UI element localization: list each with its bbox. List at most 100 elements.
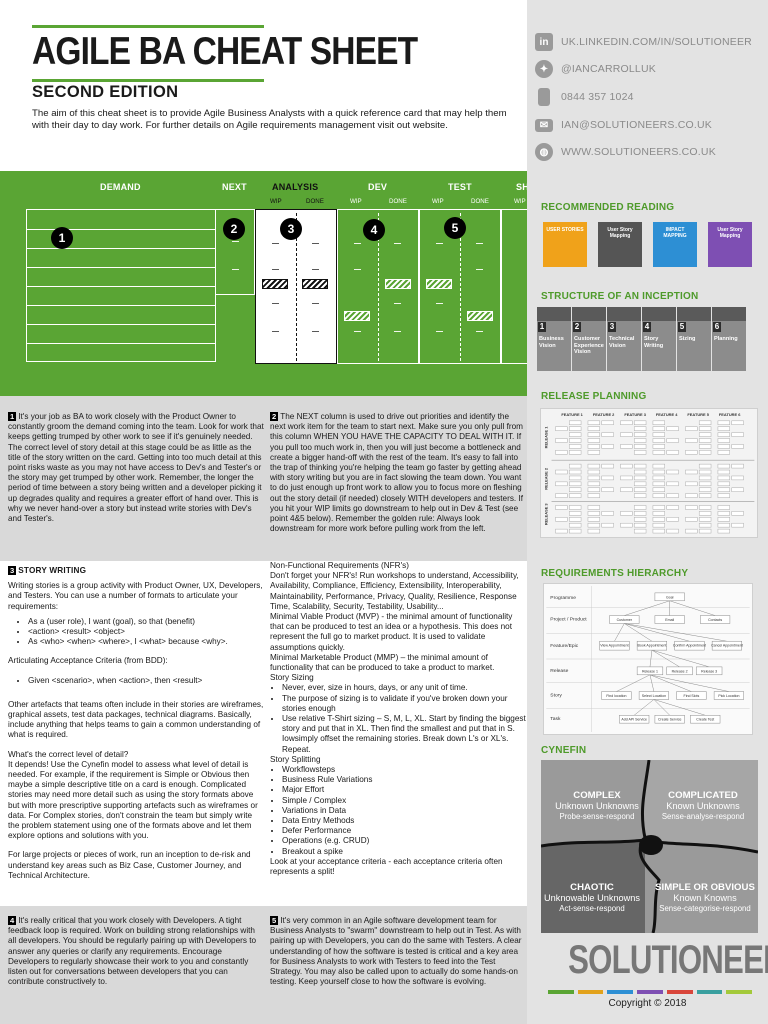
artefacts-text: Other artefacts that teams often include… bbox=[8, 699, 264, 740]
release-card bbox=[587, 505, 601, 510]
release-card bbox=[633, 463, 647, 469]
logo-swatch bbox=[666, 990, 693, 994]
copyright: Copyright © 2018 bbox=[608, 998, 687, 1009]
analysis-done: DONE bbox=[306, 198, 324, 205]
book-cover[interactable]: USER STORIES bbox=[543, 222, 587, 267]
release-card bbox=[731, 487, 744, 492]
release-card bbox=[569, 463, 582, 469]
cynefin-diagram: COMPLEX Unknown Unknowns Probe-sense-res… bbox=[541, 760, 758, 933]
step-number: 3 bbox=[608, 322, 616, 332]
release-card bbox=[652, 493, 666, 498]
hierarchy-link bbox=[624, 600, 670, 616]
release-card bbox=[731, 432, 744, 437]
release-card bbox=[587, 517, 601, 522]
feature-label: FEATURE 1 bbox=[561, 412, 583, 417]
release-card bbox=[731, 522, 744, 528]
sizing-list: Never, ever, size in hours, days, or any… bbox=[282, 683, 526, 754]
release-card bbox=[698, 438, 712, 443]
release-card bbox=[587, 469, 601, 475]
step-badge-1: 1 bbox=[51, 227, 73, 249]
release-card bbox=[587, 463, 601, 469]
section-5-text: It's very common in an Agile software de… bbox=[270, 916, 522, 987]
release-card bbox=[652, 481, 666, 487]
release-card bbox=[652, 426, 666, 431]
column-test: TEST bbox=[448, 182, 472, 192]
quadrant-sub: Known Unknowns bbox=[666, 801, 740, 811]
section-number: 2 bbox=[270, 412, 279, 421]
sizing-title: Story Sizing bbox=[270, 673, 314, 683]
cynefin-simple: SIMPLE OR OBVIOUS Known Knowns Sense-cat… bbox=[653, 882, 757, 913]
list-item: Use relative T-Shirt sizing – S, M, L, X… bbox=[282, 714, 526, 755]
release-card bbox=[717, 432, 730, 437]
hierarchy-link bbox=[651, 649, 680, 668]
test-lane bbox=[419, 209, 501, 364]
release-card bbox=[717, 487, 730, 492]
node-release: Release 1 bbox=[642, 669, 658, 673]
step-number: 4 bbox=[643, 322, 651, 332]
release-card bbox=[717, 463, 730, 469]
release-card bbox=[569, 426, 582, 431]
quadrant-title: CHAOTIC bbox=[570, 882, 614, 893]
work-card bbox=[262, 279, 288, 289]
nfr-title: Non-Functional Requirements (NFR's) bbox=[270, 561, 409, 570]
hierarchy-link bbox=[649, 650, 653, 667]
story-writing-intro: Writing stories is a group activity with… bbox=[8, 581, 263, 611]
contact-linkedin[interactable]: in UK.LINKEDIN.COM/IN/SOLUTIONEER bbox=[535, 31, 752, 53]
section-4-text: It's really critical that you work close… bbox=[8, 916, 257, 987]
contact-twitter[interactable]: ✦ @IANCARROLLUK bbox=[535, 58, 656, 80]
analysis-wip: WIP bbox=[270, 198, 282, 205]
analysis-divider bbox=[296, 213, 297, 361]
reading-heading: RECOMMENDED READING bbox=[541, 202, 675, 213]
column-ship: SH bbox=[516, 182, 527, 192]
quadrant-approach: Probe-sense-respond bbox=[559, 812, 635, 821]
release-label: RELEASE 3 bbox=[544, 503, 549, 526]
contact-email[interactable]: ✉ IAN@SOLUTIONEERS.CO.UK bbox=[535, 114, 712, 136]
release-card bbox=[569, 432, 582, 437]
release-label: RELEASE 2 bbox=[544, 467, 549, 490]
release-card bbox=[698, 432, 712, 437]
step-label: Story Writing bbox=[644, 336, 664, 349]
release-card bbox=[620, 511, 633, 516]
release-card bbox=[666, 493, 679, 498]
release-card bbox=[698, 450, 712, 455]
list-item: Data Entry Methods bbox=[282, 816, 526, 826]
release-card bbox=[587, 493, 601, 498]
release-card bbox=[685, 505, 698, 510]
step-number: 1 bbox=[538, 322, 546, 332]
release-card bbox=[698, 481, 712, 487]
book-cover[interactable]: User Story Mapping bbox=[598, 222, 642, 267]
release-card bbox=[731, 444, 744, 449]
section-nfr: Non-Functional Requirements (NFR's) Don'… bbox=[270, 561, 526, 877]
release-card bbox=[620, 432, 633, 437]
book-cover[interactable]: User Story Mapping bbox=[708, 222, 752, 267]
release-card bbox=[555, 450, 568, 455]
contact-phone[interactable]: 0844 357 1024 bbox=[535, 86, 634, 108]
book-cover[interactable]: IMPACT MAPPING bbox=[653, 222, 697, 267]
release-card bbox=[569, 481, 582, 487]
list-item: As <who> <when> <where>, I <what> becaus… bbox=[28, 637, 264, 647]
release-card bbox=[587, 450, 601, 455]
hierarchy-heading: REQUIREMENTS HIERARCHY bbox=[541, 568, 689, 579]
section-1-text: It's your job as BA to work closely with… bbox=[8, 412, 264, 524]
step-label: Sizing bbox=[679, 336, 696, 342]
release-card bbox=[555, 505, 568, 510]
level-label: Project / Product bbox=[550, 617, 587, 623]
dev-done: DONE bbox=[389, 198, 407, 205]
release-card bbox=[587, 444, 601, 449]
release-card bbox=[717, 450, 730, 455]
level-label: Story bbox=[550, 693, 562, 699]
hierarchy-link bbox=[624, 623, 727, 642]
release-card bbox=[666, 517, 679, 522]
section-3-title: STORY WRITING bbox=[18, 566, 87, 575]
hierarchy-link bbox=[651, 649, 710, 668]
list-item: As a (user role), I want (goal), so that… bbox=[28, 617, 264, 627]
release-card bbox=[587, 426, 601, 431]
contact-website[interactable]: ◍ WWW.SOLUTIONEERS.CO.UK bbox=[535, 141, 716, 163]
release-card bbox=[601, 463, 614, 469]
kanban-board: DEMAND NEXT ANALYSIS DEV TEST SH WIP DON… bbox=[0, 171, 527, 396]
release-card bbox=[652, 475, 666, 481]
step-badge-3: 3 bbox=[280, 218, 302, 240]
release-card bbox=[698, 528, 712, 534]
